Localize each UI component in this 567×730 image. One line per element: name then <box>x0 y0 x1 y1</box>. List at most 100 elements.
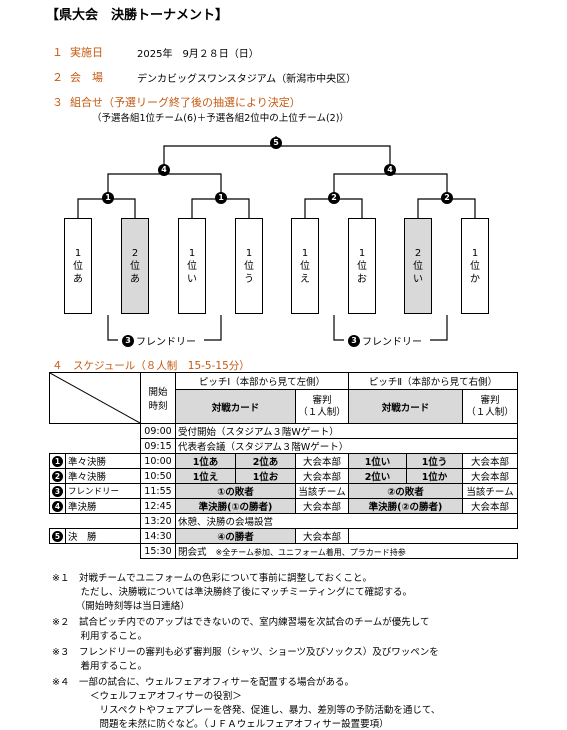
item-2-label: 会 場 <box>70 71 103 84</box>
team-slot-5-group: え <box>300 273 310 285</box>
team-slot-2-rank: 2 <box>131 247 139 259</box>
pitch1-team-b: 2位あ <box>235 453 296 469</box>
start-time-header: 開始 時刻 <box>140 372 176 424</box>
schedule-heading: ４ スケジュール（８人制 15-5-15分） <box>52 360 250 372</box>
note-line: ＜ウェルフェアオフィサーの役割＞ <box>52 691 242 702</box>
match-badge: 1 <box>52 455 63 467</box>
team-slot-1-group: あ <box>73 273 83 285</box>
pitch1-card: ④の勝者 <box>175 528 296 544</box>
semifinal-badge-right: 4 <box>384 164 396 176</box>
start-time-header-line1: 開始 <box>148 387 168 398</box>
pitch1-header: ピッチⅠ（本部から見て左側） <box>175 372 349 390</box>
pitch1-referee: 大会本部 <box>295 498 349 514</box>
schedule-row: 09:00 受付開始（スタジアム３階Wゲート） <box>50 423 518 439</box>
combination-note: （予選各組1位チーム(6)＋予選各組2位中の上位チーム(2)） <box>92 113 349 124</box>
qf-badge-2: 1 <box>215 192 227 204</box>
team-slot-2-label: 位 <box>130 260 140 272</box>
note-line: ※２ 試合ピッチ内でのアップはできないので、室内練習場を次試合のチームが優先して <box>52 617 430 628</box>
team-slot-4-group: う <box>244 273 254 285</box>
item-1-number: １ <box>52 46 63 59</box>
pitch1-referee: 大会本部 <box>295 453 349 469</box>
friendly-badge-left: 3 <box>122 334 134 347</box>
friendly-match-left: 3 フレンドリー <box>122 333 196 348</box>
row-text: 休憩、決勝の会場設営 <box>175 513 518 529</box>
item-2-number: ２ <box>52 71 63 84</box>
team-slot-3-label: 位 <box>187 260 197 272</box>
pitch2-team-b: 1位う <box>406 453 463 469</box>
row-time: 10:50 <box>140 468 176 484</box>
page-title: 【県大会 決勝トーナメント】 <box>46 8 229 23</box>
pitch1-team-a: 1位え <box>175 468 236 484</box>
pitch2-card-header: 対戦カード <box>348 389 463 424</box>
note-line: （開始時刻等は当日連絡） <box>52 601 190 612</box>
schedule-row: 3 フレンドリー 11:55 ①の敗者 当該チーム ②の敗者 当該チーム <box>49 483 518 499</box>
item-3-number: ３ <box>52 96 63 109</box>
team-slot-1: 1 位 あ <box>64 218 92 314</box>
team-slot-5-rank: 1 <box>301 247 309 259</box>
match-badge: 4 <box>52 500 63 512</box>
friendly-label-left: フレンドリー <box>136 337 196 348</box>
pitch2-referee: 大会本部 <box>462 498 518 514</box>
table-corner <box>49 372 141 424</box>
schedule-table: 開始 時刻 ピッチⅠ（本部から見て左側） ピッチⅡ（本部から見て右側） 対戦カー… <box>49 372 518 559</box>
team-slot-7: 2 位 い <box>404 218 432 314</box>
match-label: 準々決勝 <box>65 468 141 484</box>
pitch2-team-a: 1位い <box>348 453 407 469</box>
closing-cell: 閉会式 ※全チーム参加、ユニフォーム着用、プラカード持参 <box>175 543 518 559</box>
row-text: 閉会式 <box>178 547 207 558</box>
team-slot-3-rank: 1 <box>188 247 196 259</box>
team-slot-8-group: か <box>470 273 480 285</box>
item-3-label: 組合せ（予選リーグ終了後の抽選により決定） <box>70 96 301 109</box>
team-slot-4-label: 位 <box>244 260 254 272</box>
pitch1-ref-header: 審判 （１人制） <box>295 389 349 424</box>
final-badge: 5 <box>270 137 282 149</box>
pitch1-referee: 当該チーム <box>295 483 349 499</box>
pitch2-referee: 当該チーム <box>462 483 518 499</box>
corner-diagonal <box>50 373 140 423</box>
pitch1-card: 準決勝(①の勝者) <box>175 498 296 514</box>
pitch2-ref-header: 審判 （１人制） <box>462 389 518 424</box>
pitch1-team-b: 1位お <box>235 468 296 484</box>
pitch2-team-a: 2位い <box>348 468 407 484</box>
note-line: 利用すること。 <box>52 631 148 642</box>
qf-badge-1: 1 <box>102 192 114 204</box>
row-time: 12:45 <box>140 498 176 514</box>
team-slot-5: 1 位 え <box>291 218 319 314</box>
team-slot-4: 1 位 う <box>235 218 263 314</box>
note-line: リスペクトやフェアプレーを啓発、促進し、暴力、差別等の予防活動を通じて、 <box>52 705 441 716</box>
pitch2-ref-header-line1: 審判 <box>480 394 500 406</box>
pitch2-ref-header-line2: （１人制） <box>466 406 514 418</box>
match-badge: 2 <box>52 470 63 482</box>
item-1-value: 2025年 9月２８日（日） <box>137 49 259 60</box>
team-slot-4-rank: 1 <box>245 247 253 259</box>
team-slot-8-label: 位 <box>470 260 480 272</box>
row-text: 代表者会議（スタジアム３階Wゲート） <box>175 438 518 454</box>
pitch1-ref-header-line1: 審判 <box>312 394 332 406</box>
match-badge: 5 <box>52 530 63 542</box>
team-slot-8: 1 位 か <box>461 218 489 314</box>
team-slot-3-group: い <box>187 273 197 285</box>
friendly-label-right: フレンドリー <box>362 337 422 348</box>
pitch1-referee: 大会本部 <box>295 468 349 484</box>
team-slot-2-group: あ <box>130 273 140 285</box>
closing-note: ※全チーム参加、ユニフォーム着用、プラカード持参 <box>215 548 406 557</box>
match-label: 準決勝 <box>65 498 141 514</box>
team-slot-6-label: 位 <box>357 260 367 272</box>
team-slot-2: 2 位 あ <box>121 218 149 314</box>
row-time: 13:20 <box>140 513 176 529</box>
qf-badge-4: 2 <box>441 192 453 204</box>
team-slot-1-rank: 1 <box>74 247 82 259</box>
note-line: ※１ 対戦チームでユニフォームの色彩について事前に調整しておくこと。 <box>52 573 373 584</box>
item-2-value: デンカビッグスワンスタジアム（新潟市中央区） <box>137 74 357 85</box>
pitch1-ref-header-line2: （１人制） <box>298 406 346 418</box>
friendly-match-right: 3 フレンドリー <box>348 333 422 348</box>
note-line: ただし、決勝戦については準決勝終了後にマッチミーティングにて確認する。 <box>52 587 412 598</box>
team-slot-6-group: お <box>357 273 367 285</box>
semifinal-badge-left: 4 <box>158 164 170 176</box>
pitch2-referee: 大会本部 <box>462 453 518 469</box>
row-time: 09:00 <box>140 423 176 439</box>
team-slot-1-label: 位 <box>73 260 83 272</box>
schedule-row: 13:20 休憩、決勝の会場設営 <box>50 513 518 529</box>
row-text: 受付開始（スタジアム３階Wゲート） <box>175 423 518 439</box>
pitch1-card: ①の敗者 <box>175 483 296 499</box>
